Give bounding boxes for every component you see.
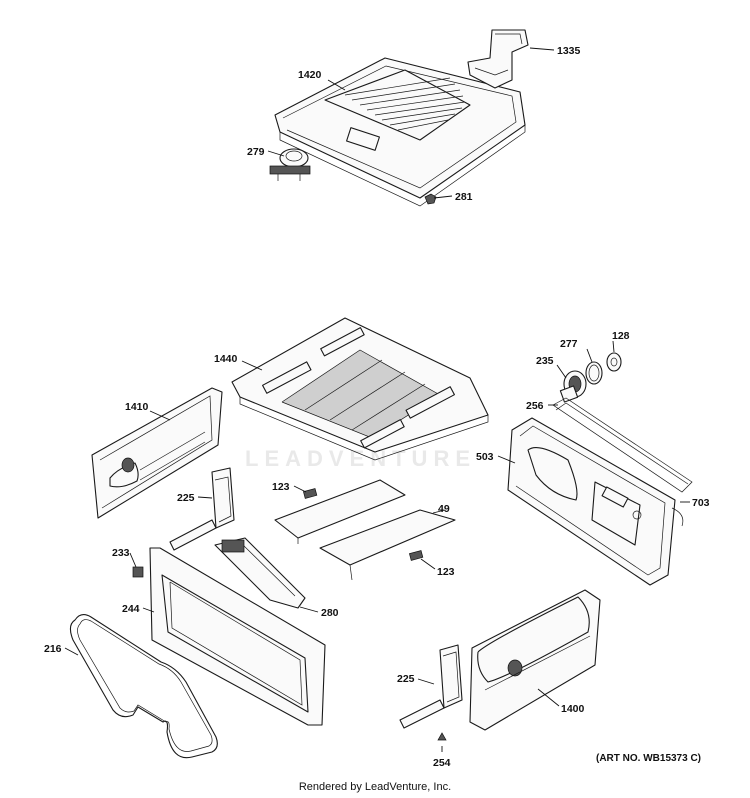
label-216: 216	[44, 643, 62, 655]
part-233-screw	[132, 566, 144, 578]
label-244: 244	[122, 603, 140, 615]
part-1410-side-panel	[91, 387, 223, 519]
part-244-door-frame	[149, 547, 326, 726]
part-703-bracket	[671, 507, 684, 527]
label-280: 280	[321, 607, 339, 619]
part-254-screw	[437, 732, 447, 741]
label-254: 254	[433, 757, 451, 769]
part-216-door-gasket	[69, 614, 218, 759]
part-1440-cooktop-panel	[231, 317, 489, 461]
label-256: 256	[526, 400, 544, 412]
part-1420-oven-top-panel	[274, 57, 526, 207]
label-703: 703	[692, 497, 710, 509]
label-123-upper: 123	[272, 481, 290, 493]
part-49-shelf-plate	[274, 479, 456, 581]
label-1420: 1420	[298, 69, 322, 81]
art-number: (ART NO. WB15373 C)	[596, 753, 702, 764]
part-123-bracket-lower	[408, 550, 424, 561]
part-1335-vent-duct	[467, 29, 529, 89]
part-277-gasket-ring	[585, 361, 603, 385]
part-256-gasket	[552, 397, 693, 493]
part-235-motor	[559, 370, 587, 403]
part-1400-drawer-panel	[469, 589, 601, 731]
label-1400: 1400	[561, 703, 585, 715]
part-225-hinge-lower	[399, 644, 463, 729]
label-225-lower: 225	[397, 673, 415, 685]
label-277: 277	[560, 338, 578, 350]
label-225-upper: 225	[177, 492, 195, 504]
label-235: 235	[536, 355, 554, 367]
part-123-bracket-upper	[302, 488, 318, 499]
label-1410: 1410	[125, 401, 149, 413]
label-1335: 1335	[557, 45, 581, 57]
label-233: 233	[112, 547, 130, 559]
label-49: 49	[438, 503, 450, 515]
part-281-clip	[424, 193, 437, 205]
footer-credit: Rendered by LeadVenture, Inc.	[298, 781, 452, 793]
part-279-switch	[269, 148, 311, 181]
label-279: 279	[247, 146, 265, 158]
part-225-hinge-upper	[169, 467, 235, 551]
part-128-washer	[606, 352, 622, 372]
part-280-hinge-receiver	[214, 537, 306, 609]
label-281: 281	[455, 191, 473, 203]
watermark-text: LEADVENTURE	[245, 446, 476, 471]
label-123-lower: 123	[437, 566, 455, 578]
label-128: 128	[612, 330, 630, 342]
label-503: 503	[476, 451, 494, 463]
part-503-back-panel	[507, 417, 676, 586]
label-1440: 1440	[214, 353, 238, 365]
leader-lines	[64, 47, 690, 752]
